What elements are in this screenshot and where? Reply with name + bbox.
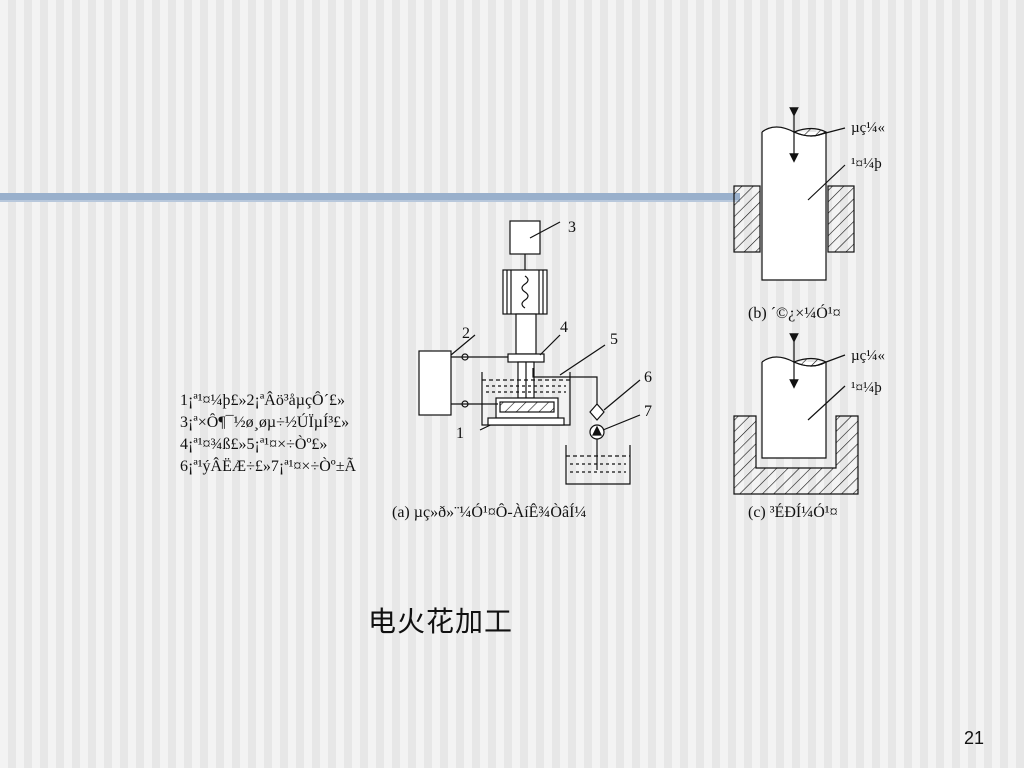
figure-b-through-hole: [733, 107, 855, 281]
legend-line-2: 3¡ª×Ô¶¯½ø¸øµ÷½ÚÏµÍ³£»: [180, 412, 349, 431]
label-5: 5: [610, 331, 618, 348]
header-divider-shadow: [0, 200, 740, 202]
caption-c: (c) ³ÉÐÍ¼Ó¹¤: [748, 502, 838, 521]
legend-line-4: 6¡ª¹ýÂËÆ÷£»7¡ª¹¤×÷Òº±Ã: [180, 456, 357, 475]
figure-a-principle: [418, 220, 641, 485]
label-3: 3: [568, 219, 576, 236]
label-c-electrode: µç¼«: [851, 348, 885, 364]
label-6: 6: [644, 369, 652, 386]
label-1: 1: [456, 425, 464, 442]
label-4: 4: [560, 319, 568, 336]
label-b-electrode: µç¼«: [851, 120, 885, 136]
header-divider-bar: [0, 193, 740, 200]
page-number: 21: [964, 728, 985, 748]
caption-a: (a) µç»ð»¨¼Ó¹¤Ô-ÀíÊ¾ÒâÍ¼: [392, 502, 586, 521]
label-2: 2: [462, 325, 470, 342]
legend-line-3: 4¡ª¹¤¾ß£»5¡ª¹¤×÷Òº£»: [180, 434, 327, 453]
figure-c-forming: [733, 333, 859, 495]
label-c-workpiece: ¹¤¼þ: [851, 380, 882, 396]
label-b-workpiece: ¹¤¼þ: [851, 156, 882, 172]
figure-a-numbers: 3 4 5 2 6 7 1: [456, 219, 652, 442]
figure-a-legend: 1¡ª¹¤¼þ£»2¡ªÂö³åµçÔ´£» 3¡ª×Ô¶¯½ø¸øµ÷½ÚÏµ…: [180, 390, 357, 475]
legend-line-1: 1¡ª¹¤¼þ£»2¡ªÂö³åµçÔ´£»: [180, 390, 345, 409]
caption-b: (b) ´©¿×¼Ó¹¤: [748, 303, 841, 322]
label-7: 7: [644, 403, 652, 420]
slide-title: 电火花加工: [368, 605, 514, 638]
